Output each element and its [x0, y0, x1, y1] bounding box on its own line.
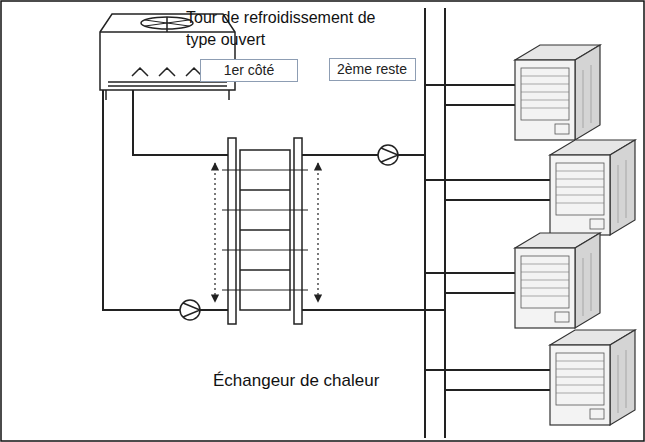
flow-arrow [215, 163, 318, 302]
cooling-tower [100, 14, 235, 100]
component-label: Échangeur de chaleur [213, 371, 423, 391]
title-label: Tour de refroidissement de type ouvert [186, 7, 376, 50]
tag-text: 2ème reste [337, 61, 407, 77]
outdoor-unit [515, 45, 635, 425]
tag-text: 1er côté [224, 62, 275, 78]
side-tag: 2ème reste [329, 58, 416, 81]
heat-exchanger [222, 138, 308, 324]
side-tag: 1er côté [200, 59, 298, 82]
pump-symbol [180, 145, 398, 320]
primary-piping [103, 90, 232, 310]
